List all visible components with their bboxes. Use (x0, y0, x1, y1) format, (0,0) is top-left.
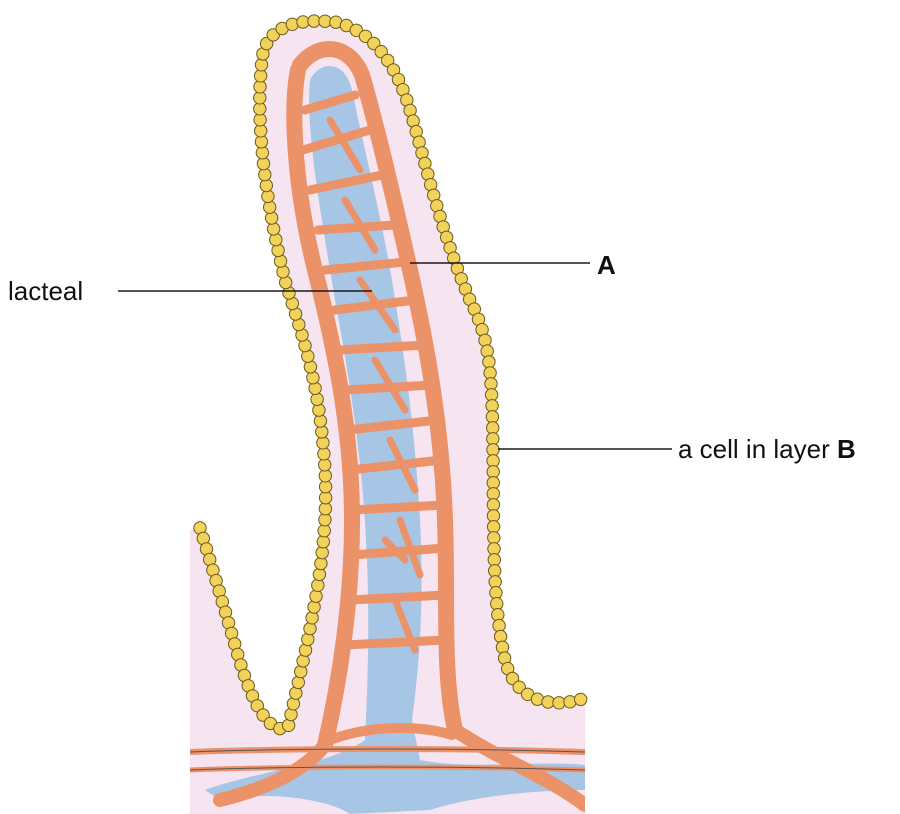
epithelial-cell (307, 372, 319, 384)
epithelial-cell (272, 244, 284, 256)
epithelial-cell (267, 223, 279, 235)
epithelial-cell (313, 404, 325, 416)
epithelial-cell (264, 201, 276, 213)
epithelial-cell (297, 16, 309, 28)
epithelial-cell (553, 697, 565, 709)
epithelial-cell (292, 676, 304, 688)
epithelial-cell (313, 568, 325, 580)
epithelial-cell (302, 633, 314, 645)
epithelial-cell (316, 426, 328, 438)
epithelial-cell (304, 622, 316, 634)
label-cell-prefix: a cell in layer (678, 434, 837, 464)
epithelial-cell (297, 655, 309, 667)
epithelial-cell (308, 601, 320, 613)
label-cell-in-layer-b: a cell in layer B (678, 436, 856, 462)
epithelial-cell (575, 693, 587, 705)
epithelial-cell (260, 179, 272, 191)
epithelial-cell (309, 382, 321, 394)
epithelial-cell (479, 334, 491, 346)
epithelial-cell (493, 619, 505, 631)
epithelial-cell (483, 356, 495, 368)
epithelial-cell (310, 590, 322, 602)
epithelial-cell (319, 459, 331, 471)
epithelial-cell (256, 147, 268, 159)
label-a: A (597, 252, 616, 278)
epithelial-cell (494, 630, 506, 642)
epithelial-cell (496, 641, 508, 653)
epithelial-cell (255, 59, 267, 71)
epithelial-cell (282, 719, 294, 731)
epithelial-cell (262, 190, 274, 202)
epithelial-cell (490, 587, 502, 599)
epithelial-cell (306, 612, 318, 624)
epithelial-cell (314, 415, 326, 427)
label-lacteal: lacteal (8, 278, 83, 304)
epithelial-cell (318, 448, 330, 460)
epithelial-cell (270, 233, 282, 245)
label-layer-b: B (837, 434, 856, 464)
epithelial-cell (259, 168, 271, 180)
epithelial-cell (312, 579, 324, 591)
epithelial-cell (265, 212, 277, 224)
epithelial-cell (254, 70, 266, 82)
epithelial-cell (311, 393, 323, 405)
epithelial-cell (491, 598, 503, 610)
epithelial-cell (317, 536, 329, 548)
